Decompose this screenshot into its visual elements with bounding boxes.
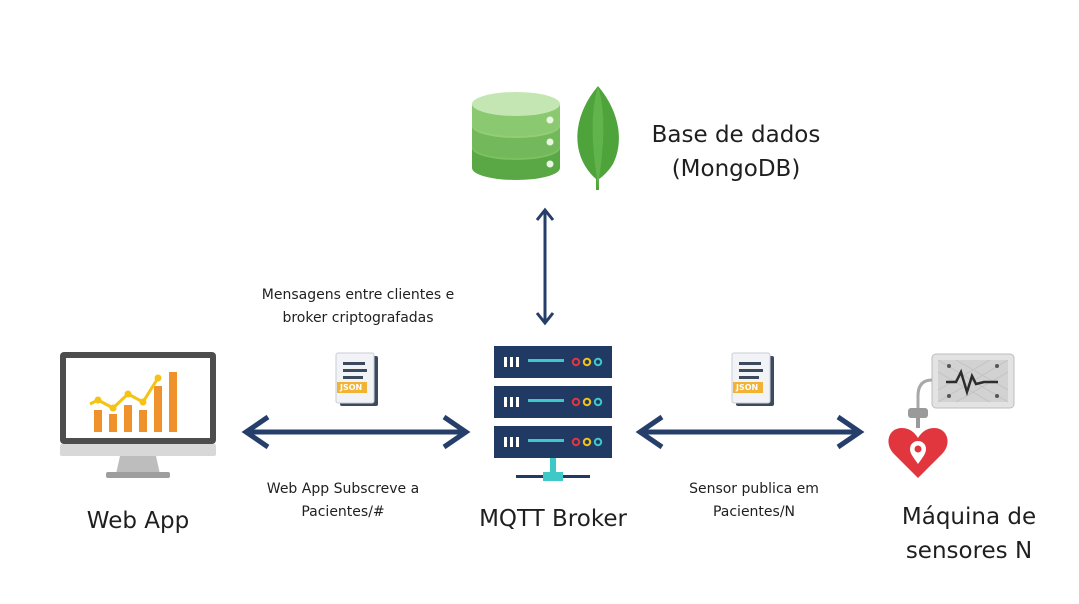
broker-title: MQTT Broker xyxy=(479,506,627,532)
webapp-title: Web App xyxy=(86,508,190,534)
database-icon xyxy=(472,92,560,180)
monitor-chart-icon xyxy=(60,352,216,478)
machine-title-line1: Máquina de xyxy=(901,504,1037,530)
json-badge-left: JSON xyxy=(340,383,363,392)
machine-title: Máquina de sensores N xyxy=(876,500,1062,568)
sensor-machine-icon xyxy=(888,353,1015,478)
broker-machine-arrow xyxy=(635,414,865,450)
publish-note: Sensor publica em Pacientes/N xyxy=(664,478,844,524)
webapp-broker-arrow xyxy=(241,414,471,450)
publish-note-line2: Pacientes/N xyxy=(712,504,796,520)
broker-database-arrow xyxy=(535,207,555,326)
machine-title-line2: sensores N xyxy=(905,538,1033,564)
publish-note-line1: Sensor publica em xyxy=(689,481,819,497)
json-document-icon-left: JSON xyxy=(334,352,380,408)
subscribe-note-line1: Web App Subscreve a xyxy=(266,481,420,497)
encryption-note-line2: broker criptografadas xyxy=(282,310,434,326)
mongodb-leaf-icon xyxy=(577,86,619,190)
database-title-line2: (MongoDB) xyxy=(671,156,801,182)
server-rack-icon xyxy=(494,346,612,481)
database-title: Base de dados (MongoDB) xyxy=(630,118,842,186)
encryption-note-line1: Mensagens entre clientes e xyxy=(261,287,455,303)
subscribe-note: Web App Subscreve a Pacientes/# xyxy=(238,478,448,524)
database-title-line1: Base de dados xyxy=(651,122,821,148)
encryption-note: Mensagens entre clientes e broker cripto… xyxy=(238,284,478,330)
json-document-icon-right: JSON xyxy=(730,352,776,408)
subscribe-note-line2: Pacientes/# xyxy=(301,504,385,520)
json-badge-right: JSON xyxy=(736,383,759,392)
